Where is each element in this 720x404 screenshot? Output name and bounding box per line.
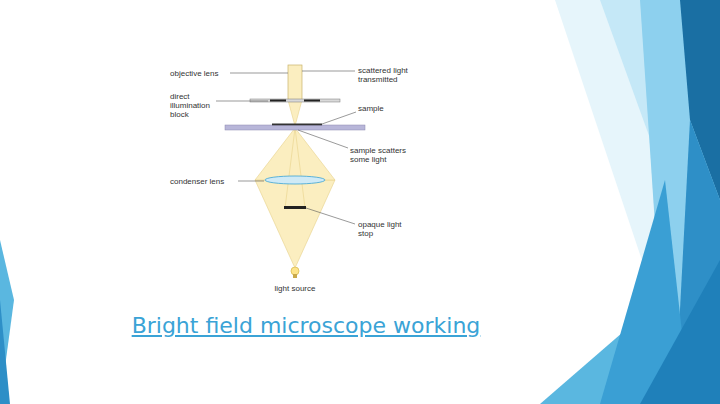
part-label: condenser lens [170,177,240,186]
corner-shape [0,300,10,404]
corner-shape [640,260,720,404]
scattered-cone [288,100,302,126]
slide-title: Bright field microscope working [132,313,481,338]
objective-tube [288,65,302,100]
light-stop [284,206,306,209]
part-label: opaque light stop [358,220,402,238]
light-cone [255,180,335,268]
leader-lines [216,71,356,224]
corner-shape [555,0,720,404]
part-label: sample [358,104,418,113]
objective-lens [250,99,340,102]
stage [225,125,365,130]
illumination-block [304,100,320,102]
part-label: direct illumination block [170,92,216,119]
sample [272,124,322,126]
corner-shape [0,240,14,404]
condenser-lens [265,176,325,184]
part-label: objective lens [170,69,240,78]
bulb-base [293,274,297,278]
part-label: sample scatters some light [350,146,410,164]
part-label: scattered light transmitted [358,66,428,84]
light-cone [255,128,335,180]
part-label: light source [255,284,335,293]
illumination-block [270,100,286,102]
bulb [291,267,299,275]
